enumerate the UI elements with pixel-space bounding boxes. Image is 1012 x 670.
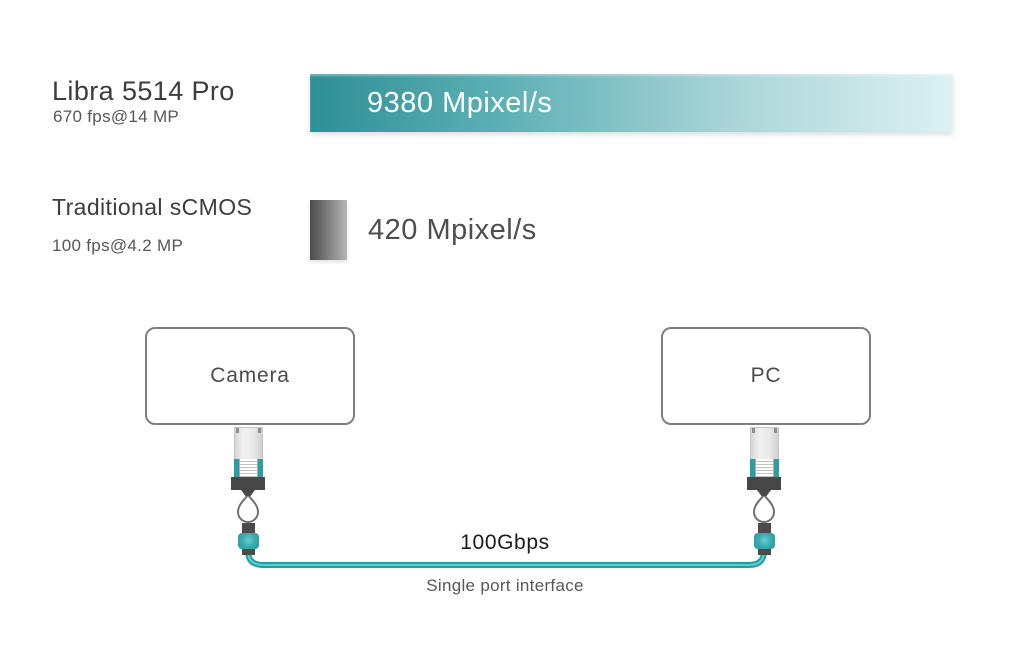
libra-throughput-value: 9380 Mpixel/s [367, 86, 553, 119]
cable-plug-boot [237, 533, 259, 549]
transceiver-base [747, 477, 781, 490]
transceiver-side-rail [749, 459, 755, 477]
pc-label: PC [750, 364, 782, 387]
scmos-throughput-value: 420 Mpixel/s [368, 213, 537, 246]
transceiver-heatsink [749, 459, 779, 477]
transceiver-side-rail [773, 459, 779, 477]
libra-subtitle: 670 fps@14 MP [53, 107, 180, 126]
pc-transceiver [744, 427, 784, 555]
camera-box: Camera [145, 327, 355, 425]
scmos-subtitle: 100 fps@4.2 MP [52, 236, 184, 255]
libra-throughput-bar: 9380 Mpixel/s [310, 74, 953, 132]
interface-label: Single port interface [426, 576, 584, 595]
camera-transceiver [228, 427, 268, 555]
transceiver-fins [754, 459, 774, 477]
cable-plug-top [757, 523, 771, 533]
camera-label: Camera [210, 364, 290, 387]
cable-plug-boot [753, 533, 775, 549]
transceiver-fins [238, 459, 258, 477]
bandwidth-label: 100Gbps [460, 531, 550, 554]
cable-plug-bottom [757, 549, 771, 555]
pull-tab-stem [241, 490, 255, 496]
transceiver-side-rail [257, 459, 263, 477]
pc-box: PC [661, 327, 871, 425]
transceiver-body [233, 427, 263, 459]
transceiver-side-rail [233, 459, 239, 477]
pull-tab-loop-icon [236, 494, 260, 523]
pull-tab-stem [757, 490, 771, 496]
cable-plug-bottom [241, 549, 255, 555]
transceiver-heatsink [233, 459, 263, 477]
scmos-title: Traditional sCMOS [52, 194, 253, 220]
transceiver-base [231, 477, 265, 490]
pull-tab-loop-icon [752, 494, 776, 523]
transceiver-body [749, 427, 779, 459]
scmos-throughput-bar [310, 200, 347, 260]
cable-plug-top [241, 523, 255, 533]
libra-title: Libra 5514 Pro [52, 76, 235, 106]
